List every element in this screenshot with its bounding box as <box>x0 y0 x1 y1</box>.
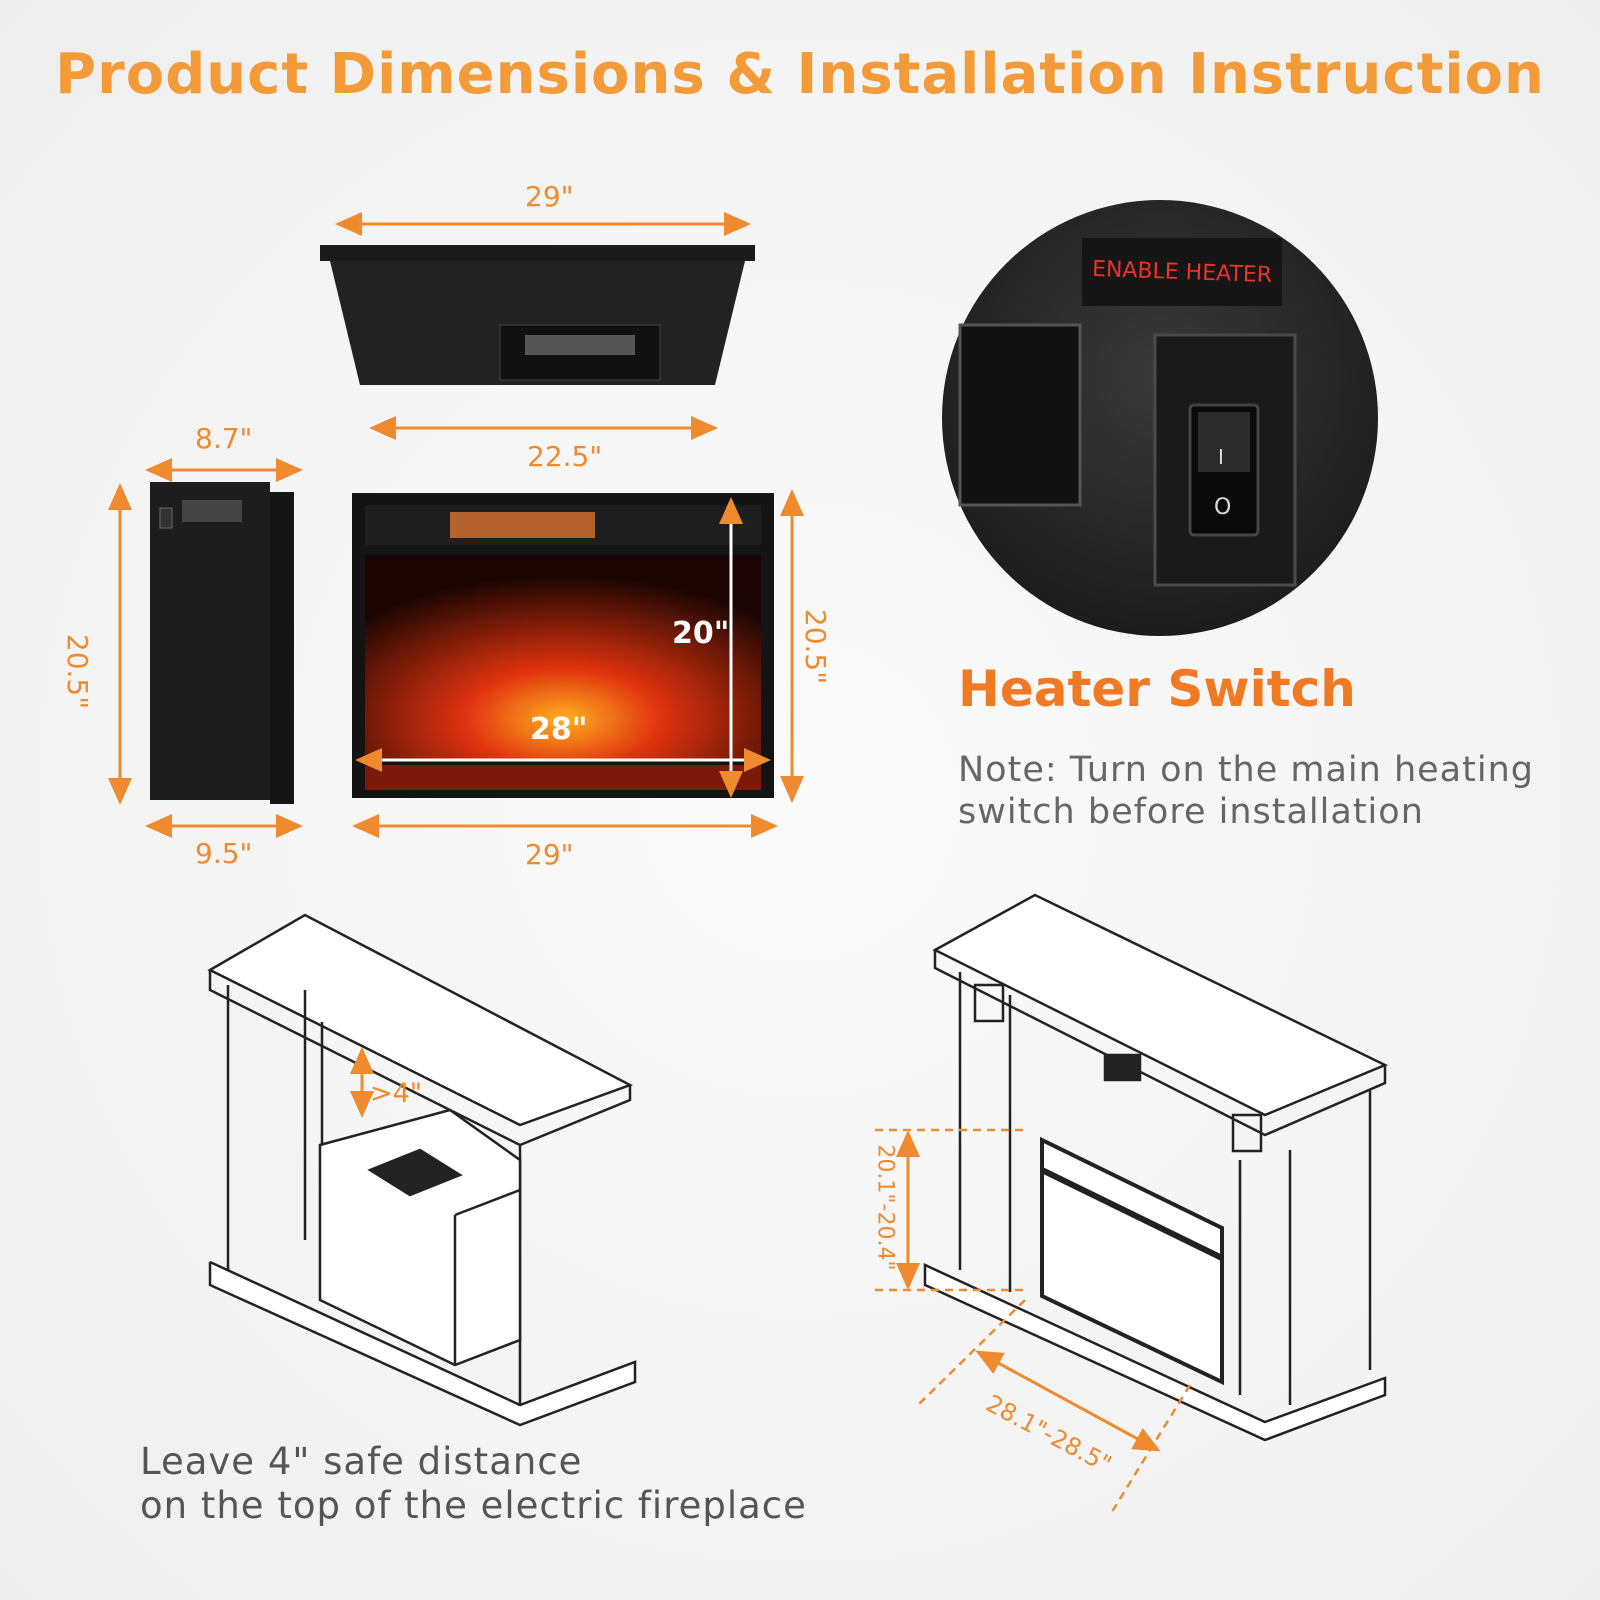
dim-opening-height: 20.1"-20.4" <box>872 1144 898 1271</box>
heater-switch-closeup <box>942 200 1378 636</box>
dim-side-depth-top: 8.7" <box>195 422 253 455</box>
install-note-line1: Leave 4" safe distance <box>140 1440 583 1483</box>
heater-note-line1: Note: Turn on the main heating <box>958 750 1534 790</box>
dim-side-depth-bottom: 9.5" <box>195 837 253 870</box>
mantel-dimension-diagram <box>923 893 1389 1442</box>
install-note-line2: on the top of the electric fireplace <box>140 1484 807 1527</box>
dim-inner-width: 28" <box>530 712 588 747</box>
dim-front-height: 20.5" <box>799 608 833 685</box>
dim-top-width: 29" <box>525 180 574 213</box>
switch-on-mark: I <box>1218 445 1224 469</box>
top-view-unit <box>320 245 755 385</box>
page-title: Product Dimensions & Installation Instru… <box>55 42 1545 107</box>
dim-top-clearance: >4" <box>370 1078 423 1109</box>
heater-switch-title: Heater Switch <box>958 660 1356 718</box>
switch-off-mark: O <box>1214 495 1232 520</box>
heater-note-line2: switch before installation <box>958 792 1424 832</box>
side-view-unit <box>150 482 294 804</box>
dim-front-width: 29" <box>525 838 574 871</box>
mantel-install-diagram <box>207 913 637 1427</box>
front-view-fireplace <box>352 493 774 798</box>
dim-inner-height: 20" <box>672 616 730 651</box>
dim-side-height: 20.5" <box>61 633 95 710</box>
dim-top-depth: 22.5" <box>527 440 603 473</box>
